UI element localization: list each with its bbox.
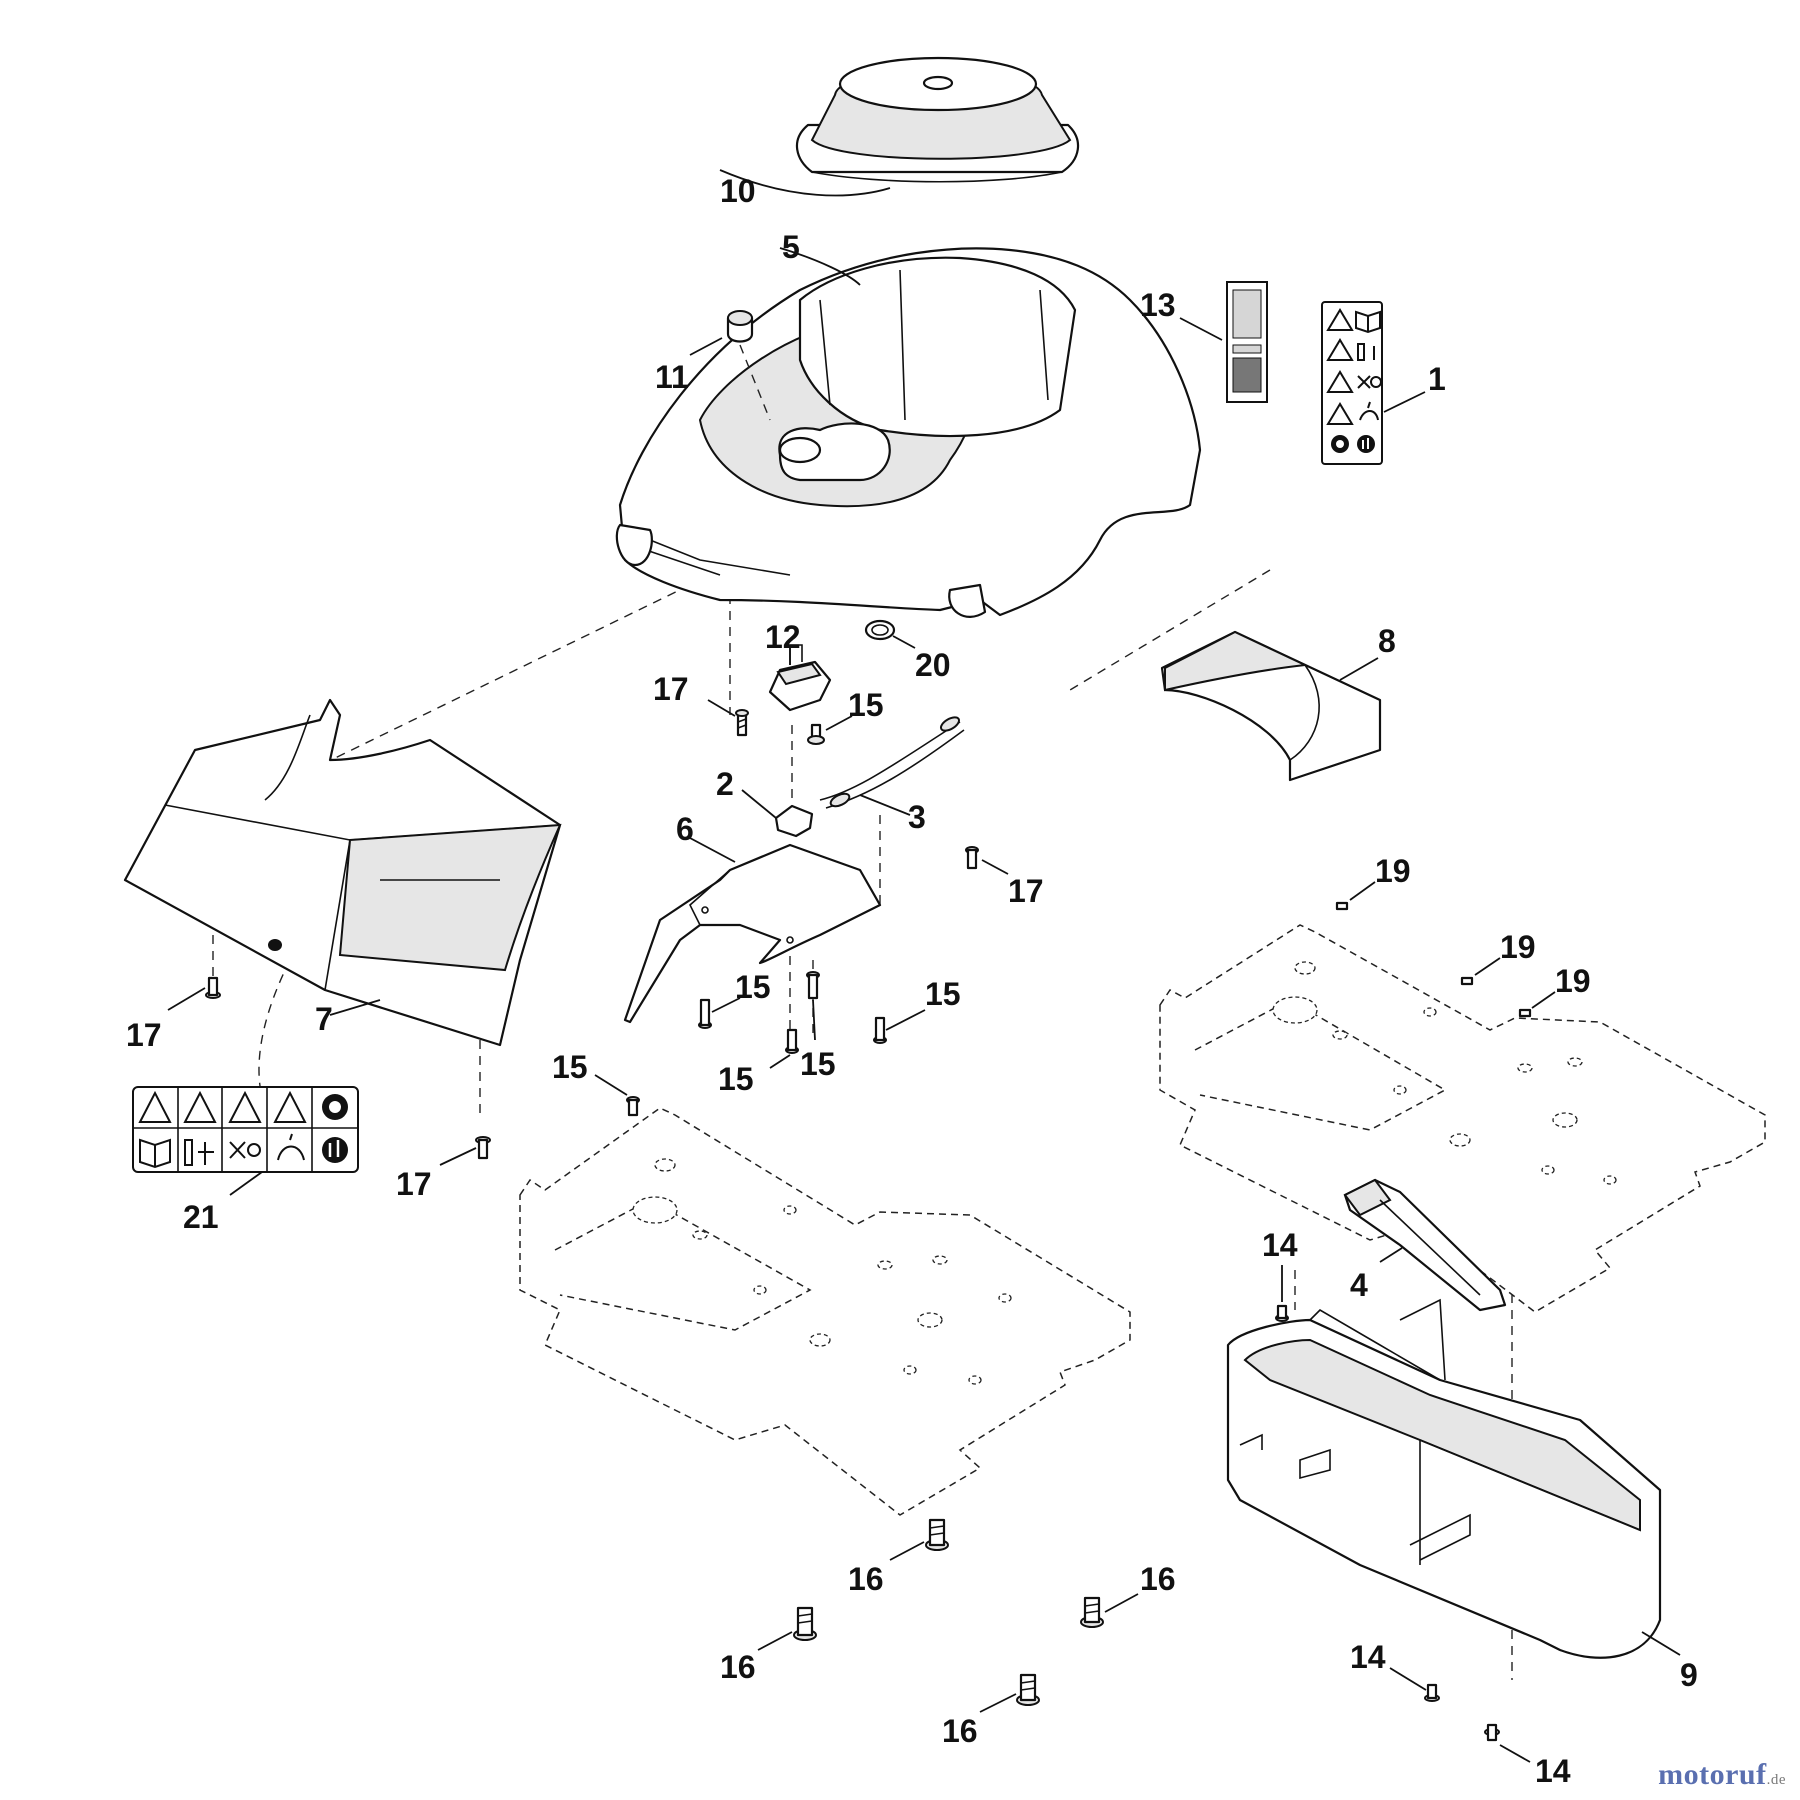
screw-15-icon[interactable] — [626, 1096, 640, 1117]
callout-label: 15 — [800, 1046, 836, 1082]
callout-label: 2 — [716, 766, 734, 802]
part-2-switch[interactable] — [741, 789, 814, 838]
blade-fan-icon — [1357, 375, 1383, 389]
screw-17-icon[interactable] — [475, 1136, 491, 1160]
part-10-air-filter-cover[interactable] — [719, 56, 1079, 197]
callout-label: 19 — [1555, 963, 1591, 999]
callout-label: 1 — [1428, 361, 1446, 397]
callout-label: 6 — [676, 811, 694, 847]
chassis-plate-right — [1159, 924, 1766, 1313]
callout-label: 20 — [915, 647, 951, 683]
part-11-grommet[interactable] — [689, 310, 771, 421]
callout-label: 16 — [848, 1561, 884, 1597]
callout-label: 17 — [126, 1017, 162, 1053]
callout-label: 10 — [720, 173, 756, 209]
part-20-ring[interactable] — [864, 619, 916, 649]
gloves-icon — [1357, 435, 1375, 453]
distance-person-icon — [1357, 343, 1375, 361]
screw-15-icon[interactable] — [807, 723, 825, 745]
part-3-cable[interactable] — [819, 715, 965, 816]
callout-label: 16 — [720, 1649, 756, 1685]
part-1-warning-decal[interactable] — [1321, 301, 1426, 465]
part-6-baffle-plate[interactable] — [623, 837, 882, 1024]
callout-label: 8 — [1378, 623, 1396, 659]
screw-15-icon[interactable] — [698, 998, 712, 1029]
screw-17-icon[interactable] — [735, 709, 749, 737]
callout-label: 16 — [1140, 1561, 1176, 1597]
screw-17-icon[interactable] — [205, 976, 221, 999]
watermark-logo: motoruf.de — [1658, 1758, 1786, 1792]
screw-17-icon[interactable] — [965, 846, 979, 870]
callout-label: 17 — [1008, 873, 1044, 909]
callout-label: 16 — [942, 1713, 978, 1749]
watermark-tld: .de — [1766, 1772, 1786, 1788]
callout-label: 14 — [1262, 1227, 1298, 1263]
screw-15-icon[interactable] — [873, 1016, 887, 1044]
callout-label: 17 — [396, 1166, 432, 1202]
part-8-cover-piece[interactable] — [1160, 630, 1382, 782]
screw-15-icon[interactable] — [806, 971, 820, 1000]
callout-label: 12 — [765, 619, 801, 655]
callout-label: 15 — [848, 687, 884, 723]
screw-14-icon[interactable] — [1484, 1723, 1500, 1742]
pin-19-icon[interactable] — [1335, 901, 1349, 911]
warning-triangle-icon — [1326, 308, 1354, 425]
part-5-engine-hood[interactable] — [615, 247, 1202, 618]
callout-label: 13 — [1140, 287, 1176, 323]
hand-hazard-icon — [1359, 401, 1379, 421]
warning-triangle-icon — [138, 1090, 307, 1123]
part-9-tray[interactable] — [1226, 1298, 1681, 1659]
manual-book-icon — [1355, 310, 1381, 334]
callout-label: 5 — [782, 229, 800, 265]
callout-label: 19 — [1375, 853, 1411, 889]
callout-label: 9 — [1680, 1657, 1698, 1693]
callout-label: 4 — [1350, 1267, 1368, 1303]
callout-label: 7 — [315, 1001, 333, 1037]
callout-label: 15 — [552, 1049, 588, 1085]
manual-book-icon — [139, 1138, 171, 1169]
bolt-16-icon[interactable] — [1080, 1596, 1104, 1628]
part-13-decal[interactable] — [1179, 281, 1268, 403]
pin-19-icon[interactable] — [1518, 1008, 1532, 1018]
callout-label: 21 — [183, 1199, 219, 1235]
bolt-16-icon[interactable] — [925, 1518, 949, 1551]
screw-14-icon[interactable] — [1424, 1683, 1440, 1702]
gloves-icon — [322, 1137, 348, 1163]
distance-person-icon — [184, 1139, 214, 1166]
hand-hazard-icon — [277, 1133, 305, 1161]
bolt-16-icon[interactable] — [793, 1606, 817, 1641]
callout-label: 19 — [1500, 929, 1536, 965]
callout-label: 15 — [735, 969, 771, 1005]
callout-label: 3 — [908, 799, 926, 835]
fasteners — [167, 699, 1556, 1763]
blade-fan-icon — [229, 1141, 262, 1159]
callout-label: 17 — [653, 671, 689, 707]
screw-15-icon[interactable] — [785, 1028, 799, 1054]
bolt-16-icon[interactable] — [1016, 1673, 1040, 1706]
callout-label: 11 — [655, 359, 689, 395]
part-21-warning-decal[interactable] — [132, 1086, 359, 1196]
part-7-front-cover[interactable] — [123, 698, 562, 1047]
pin-19-icon[interactable] — [1460, 976, 1474, 986]
chassis-plate-left — [519, 1107, 1131, 1516]
watermark-main: motoruf — [1658, 1758, 1767, 1791]
callout-label: 14 — [1535, 1753, 1571, 1789]
callout-label: 14 — [1350, 1639, 1386, 1675]
callout-label: 15 — [718, 1061, 754, 1097]
screw-14-icon[interactable] — [1275, 1304, 1289, 1322]
part-4-latch[interactable] — [1343, 1178, 1507, 1312]
callout-numbers: 10 5 11 13 1 12 20 8 17 15 2 3 6 17 19 1… — [126, 173, 1698, 1789]
callout-label: 15 — [925, 976, 961, 1012]
part-12-switch-bracket[interactable] — [768, 644, 832, 712]
